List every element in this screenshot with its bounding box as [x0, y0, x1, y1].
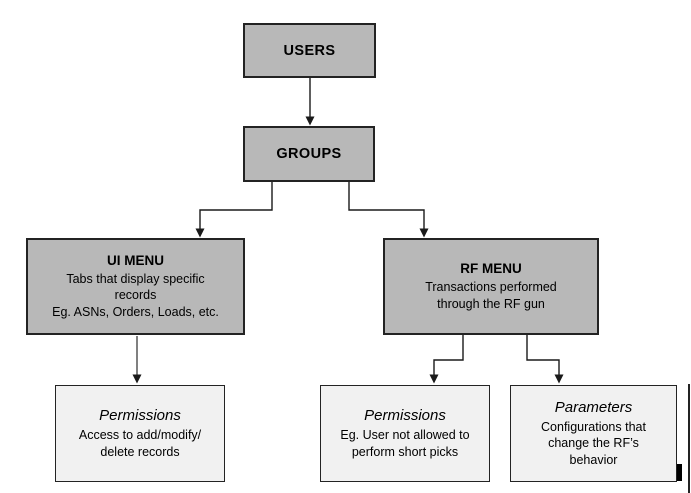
node-rf-parameters-line: behavior — [569, 452, 618, 467]
node-ui-menu-line: Eg. ASNs, Orders, Loads, etc. — [52, 304, 219, 319]
node-users: USERS — [243, 23, 376, 78]
arrowhead-icon — [429, 374, 439, 384]
arrowhead-icon — [419, 228, 429, 238]
node-rf-permissions: Permissions Eg. User not allowed to perf… — [320, 385, 490, 482]
node-groups-label: GROUPS — [276, 146, 342, 162]
arrowhead-icon — [132, 374, 142, 384]
node-ui-menu-line: records — [114, 288, 157, 303]
node-groups: GROUPS — [243, 126, 375, 182]
connector-line-groups-rfmenu — [348, 182, 425, 230]
connector-line-rfmenu-permissions — [433, 335, 464, 376]
node-ui-permissions: Permissions Access to add/modify/ delete… — [55, 385, 225, 482]
arrowhead-icon — [305, 116, 315, 126]
cutoff-box-edge — [688, 384, 690, 493]
node-users-label: USERS — [283, 42, 336, 59]
node-rf-parameters-line: change the RF’s — [548, 436, 639, 451]
node-rf-permissions-line: Eg. User not allowed to — [340, 428, 470, 443]
connector-line-rfmenu-parameters — [526, 335, 560, 376]
node-rf-menu-line: Transactions performed — [425, 280, 557, 295]
node-ui-menu: UI MENU Tabs that display specific recor… — [26, 238, 245, 335]
arrowhead-icon — [195, 228, 205, 238]
node-ui-menu-line: Tabs that display specific — [66, 272, 205, 287]
node-rf-parameters-line: Configurations that — [541, 420, 646, 435]
shadow-mark — [677, 464, 682, 481]
arrowhead-icon — [554, 374, 564, 384]
connector-line-groups-uimenu — [199, 182, 273, 230]
node-ui-menu-title: UI MENU — [107, 253, 164, 269]
node-rf-menu: RF MENU Transactions performed through t… — [383, 238, 599, 335]
node-ui-permissions-line: delete records — [100, 444, 180, 459]
node-rf-menu-title: RF MENU — [460, 261, 522, 277]
node-rf-menu-line: through the RF gun — [437, 296, 545, 311]
node-rf-permissions-title: Permissions — [364, 407, 446, 425]
node-ui-permissions-line: Access to add/modify/ — [78, 428, 202, 443]
node-ui-permissions-title: Permissions — [99, 407, 181, 425]
node-rf-parameters: Parameters Configurations that change th… — [510, 385, 677, 482]
node-rf-permissions-line: perform short picks — [351, 444, 459, 459]
node-rf-parameters-title: Parameters — [554, 399, 633, 417]
